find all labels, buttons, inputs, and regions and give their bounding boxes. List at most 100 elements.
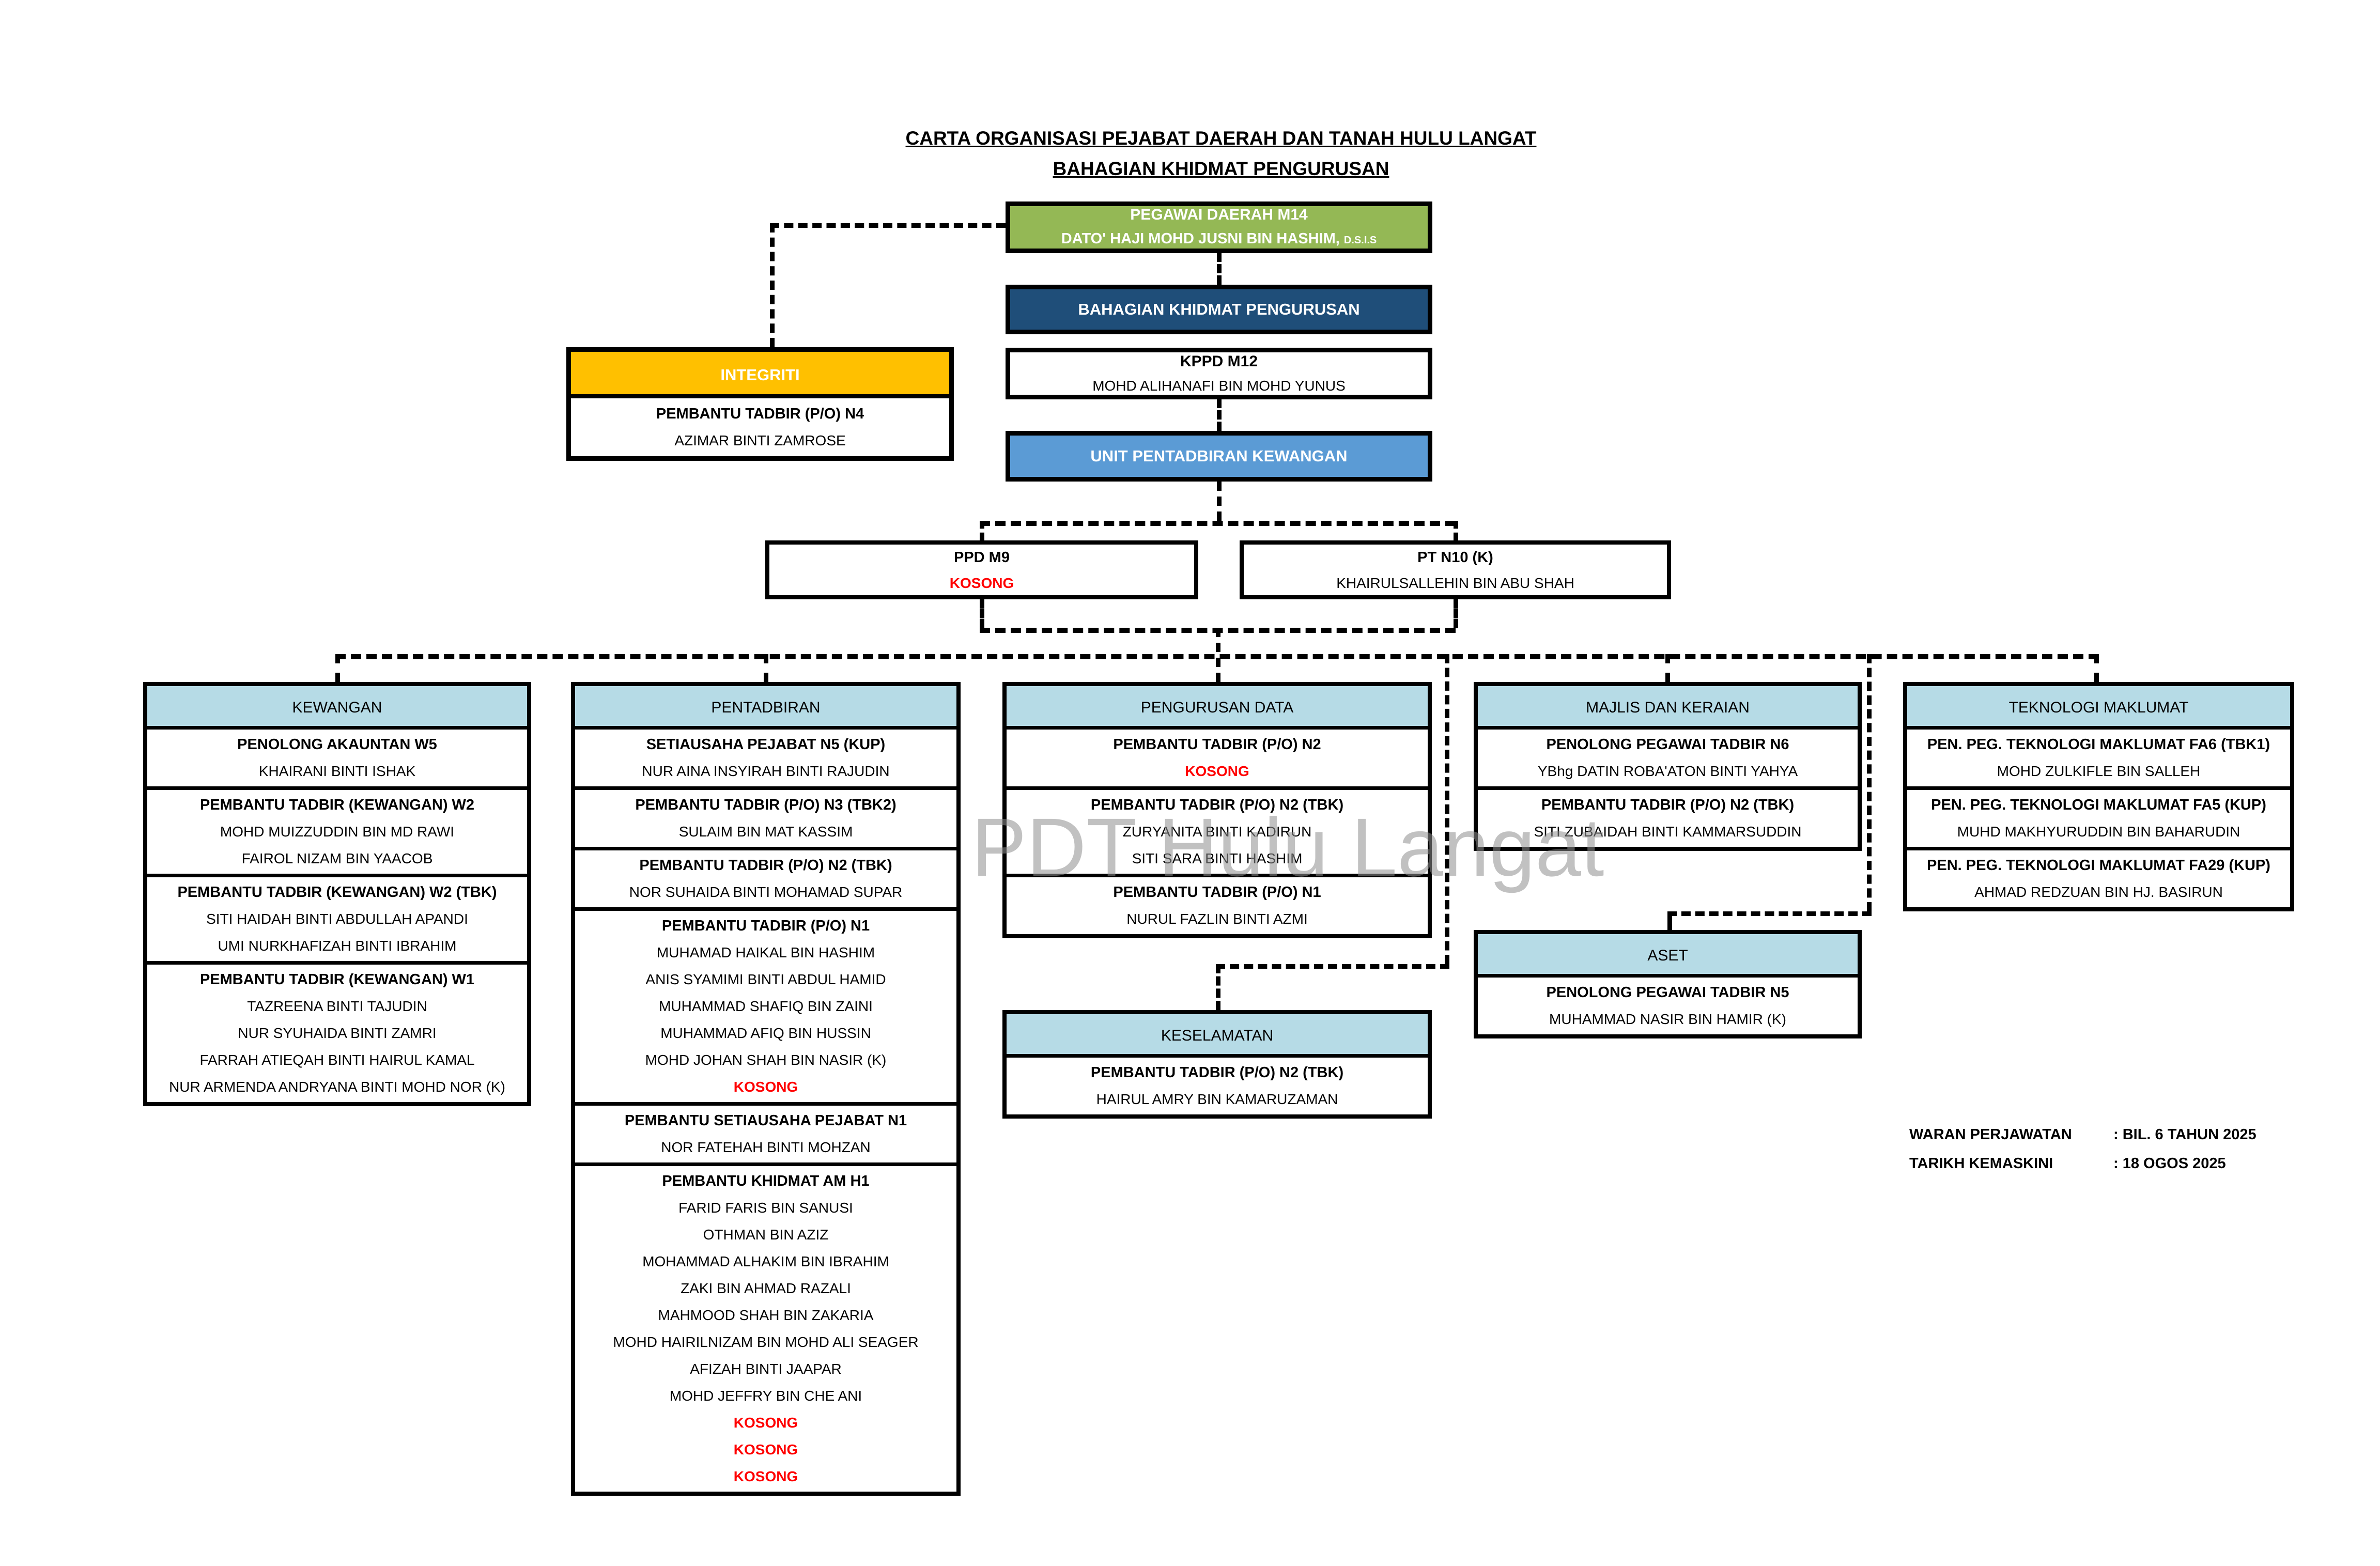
column-kewangan-member: UMI NURKHAFIZAH BINTI IBRAHIM bbox=[218, 938, 457, 954]
column-pentadbiran-member: NOR SUHAIDA BINTI MOHAMAD SUPAR bbox=[629, 884, 903, 900]
chart-title-line2: BAHAGIAN KHIDMAT PENGURUSAN bbox=[1053, 158, 1389, 179]
column-pentadbiran-member: MUHAMMAD AFIQ BIN HUSSIN bbox=[660, 1025, 871, 1041]
ppd-section-1: PPD M9 KOSONG bbox=[769, 545, 1194, 596]
column-kewangan-member: FAIROL NIZAM BIN YAACOB bbox=[241, 850, 433, 866]
column-teknologi-maklumat-role: PEN. PEG. TEKNOLOGI MAKLUMAT FA5 (KUP) bbox=[1931, 797, 2266, 813]
column-pengurusan-data-section-2: PEMBANTU TADBIR (P/O) N2 (TBK)ZURYANITA … bbox=[1007, 786, 1428, 874]
ppd-member: KOSONG bbox=[949, 575, 1014, 591]
chart-title-line1: CARTA ORGANISASI PEJABAT DAERAH DAN TANA… bbox=[905, 128, 1537, 149]
column-pentadbiran-section-2: PEMBANTU TADBIR (P/O) N3 (TBK2) SULAIM BI… bbox=[575, 786, 956, 847]
column-teknologi-maklumat-section-1: PEN. PEG. TEKNOLOGI MAKLUMAT FA6 (TBK1)M… bbox=[1907, 730, 2290, 786]
column-pentadbiran-member: NOR FATEHAH BINTI MOHZAN bbox=[661, 1139, 871, 1155]
column-pentadbiran-member: AFIZAH BINTI JAAPAR bbox=[690, 1361, 842, 1377]
connector-integriti-vertical bbox=[770, 223, 775, 347]
connector-keselamatan-vertical1 bbox=[1445, 654, 1449, 964]
column-kewangan-member: NUR ARMENDA ANDRYANA BINTI MOHD NOR (K) bbox=[169, 1079, 505, 1095]
footer-row-2: TARIKH KEMASKINI: 18 OGOS 2025 bbox=[1909, 1149, 2257, 1178]
bahagian-khidmat-label: BAHAGIAN KHIDMAT PENGURUSAN bbox=[1078, 300, 1360, 318]
column-kewangan-role: PEMBANTU TADBIR (KEWANGAN) W1 bbox=[199, 971, 475, 988]
pt-box: PT N10 (K)KHAIRULSALLEHIN BIN ABU SHAH bbox=[1240, 540, 1671, 599]
column-teknologi-maklumat-section-2: PEN. PEG. TEKNOLOGI MAKLUMAT FA5 (KUP) MU… bbox=[1907, 786, 2290, 847]
integriti-header: INTEGRITI bbox=[571, 352, 949, 398]
column-teknologi-maklumat-role: PEN. PEG. TEKNOLOGI MAKLUMAT FA29 (KUP) bbox=[1927, 857, 2270, 874]
column-kewangan-header: KEWANGAN bbox=[147, 686, 527, 730]
kppd-role: KPPD M12 bbox=[1180, 353, 1258, 370]
column-pentadbiran-member: KOSONG bbox=[733, 1079, 798, 1095]
column-pengurusan-data-member: KOSONG bbox=[1185, 763, 1249, 779]
connector-keselamatan-vertical2 bbox=[1216, 964, 1220, 1010]
connector-integriti-horizontal bbox=[770, 223, 1006, 228]
aset-box-header: ASET bbox=[1478, 934, 1858, 978]
kppd-name: MOHD ALIHANAFI BIN MOHD YUNUS bbox=[1092, 378, 1346, 394]
column-pentadbiran-member: MOHD JOHAN SHAH BIN NASIR (K) bbox=[645, 1052, 887, 1068]
footer-value: : BIL. 6 TAHUN 2025 bbox=[2113, 1126, 2257, 1143]
column-kewangan-member: FARRAH ATIEQAH BINTI HAIRUL KAMAL bbox=[199, 1052, 475, 1068]
column-pengurusan-data-member: SITI SARA BINTI HASHIM bbox=[1132, 850, 1303, 866]
unit-pentadbiran-kewangan-label: UNIT PENTADBIRAN KEWANGAN bbox=[1090, 447, 1348, 465]
column-pentadbiran-role: PEMBANTU KHIDMAT AM H1 bbox=[662, 1173, 870, 1189]
column-pentadbiran-member: KOSONG bbox=[733, 1415, 798, 1431]
column-pentadbiran-role: PEMBANTU TADBIR (P/O) N1 bbox=[661, 918, 870, 934]
connector-ppd-down bbox=[980, 599, 984, 628]
aset-box-section-1: PENOLONG PEGAWAI TADBIR N5 MUHAMMAD NASIR… bbox=[1478, 978, 1858, 1034]
aset-box: ASET PENOLONG PEGAWAI TADBIR N5 MUHAMMAD N… bbox=[1474, 930, 1862, 1038]
column-teknologi-maklumat-member: MUHD MAKHYURUDDIN BIN BAHARUDIN bbox=[1957, 824, 2240, 840]
integriti-name: AZIMAR BINTI ZAMROSE bbox=[674, 432, 846, 448]
column-pentadbiran-section-1: SETIAUSAHA PEJABAT N5 (KUP)NUR AINA INSY… bbox=[575, 730, 956, 786]
column-kewangan-role: PEMBANTU TADBIR (KEWANGAN) W2 (TBK) bbox=[177, 884, 497, 901]
column-majlis-dan-keraian-member: YBhg DATIN ROBA'ATON BINTI YAHYA bbox=[1537, 763, 1798, 779]
ppd-role: PPD M9 bbox=[954, 549, 1010, 566]
column-majlis-dan-keraian-role: PEMBANTU TADBIR (P/O) N2 (TBK) bbox=[1541, 797, 1795, 813]
column-kewangan-member: KHAIRANI BINTI ISHAK bbox=[258, 763, 416, 779]
connector-drop-teknologi bbox=[2094, 654, 2099, 682]
column-kewangan-member: SITI HAIDAH BINTI ABDULLAH APANDI bbox=[206, 911, 468, 927]
column-pentadbiran-member: OTHMAN BIN AZIZ bbox=[703, 1227, 829, 1243]
connector-keselamatan-horizontal bbox=[1216, 964, 1449, 969]
pt-section-1: PT N10 (K)KHAIRULSALLEHIN BIN ABU SHAH bbox=[1244, 545, 1667, 596]
keselamatan-box-section-1: PEMBANTU TADBIR (P/O) N2 (TBK)HAIRUL AMR… bbox=[1007, 1058, 1428, 1114]
pegawai-daerah-name: DATO' HAJI MOHD JUSNI BIN HASHIM, D.S.I.… bbox=[1061, 230, 1377, 247]
connector-aset-vertical2 bbox=[1667, 911, 1672, 930]
pegawai-daerah-honorific: D.S.I.S bbox=[1343, 234, 1377, 246]
column-pentadbiran-member: MUHAMAD HAIKAL BIN HASHIM bbox=[656, 944, 875, 960]
pegawai-daerah-role: PEGAWAI DAERAH M14 bbox=[1130, 206, 1308, 223]
connector-split-top bbox=[980, 521, 1456, 526]
column-pentadbiran-member: MOHD JEFFRY BIN CHE ANI bbox=[669, 1388, 862, 1404]
connector-drop-ppd bbox=[980, 521, 984, 540]
connector-drop-kewangan bbox=[335, 654, 340, 682]
column-pentadbiran-role: PEMBANTU TADBIR (P/O) N3 (TBK2) bbox=[635, 797, 897, 813]
column-kewangan-role: PENOLONG AKAUNTAN W5 bbox=[237, 736, 437, 753]
aset-box-member: MUHAMMAD NASIR BIN HAMIR (K) bbox=[1549, 1011, 1786, 1027]
column-kewangan: KEWANGAN PENOLONG AKAUNTAN W5 KHAIRANI BIN… bbox=[143, 682, 531, 1106]
unit-pentadbiran-kewangan-box: UNIT PENTADBIRAN KEWANGAN bbox=[1006, 431, 1432, 482]
column-teknologi-maklumat-header: TEKNOLOGI MAKLUMAT bbox=[1907, 686, 2290, 730]
keselamatan-box-member: HAIRUL AMRY BIN KAMARUZAMAN bbox=[1096, 1091, 1338, 1107]
connector-aset-vertical1 bbox=[1867, 654, 1872, 911]
column-pentadbiran-role: PEMBANTU TADBIR (P/O) N2 (TBK) bbox=[639, 857, 892, 874]
aset-box-role: PENOLONG PEGAWAI TADBIR N5 bbox=[1546, 984, 1789, 1001]
connector-pegawai-bahagian bbox=[1217, 253, 1222, 285]
column-teknologi-maklumat-role: PEN. PEG. TEKNOLOGI MAKLUMAT FA6 (TBK1) bbox=[1927, 736, 2270, 753]
connector-drop-pentadbiran bbox=[764, 654, 768, 682]
column-pengurusan-data-role: PEMBANTU TADBIR (P/O) N1 bbox=[1113, 884, 1321, 901]
column-pentadbiran-member: SULAIM BIN MAT KASSIM bbox=[678, 824, 853, 840]
column-majlis-dan-keraian-member: SITI ZUBAIDAH BINTI KAMMARSUDDIN bbox=[1534, 824, 1802, 840]
integriti-box: INTEGRITI PEMBANTU TADBIR (P/O) N4 AZIMA… bbox=[566, 347, 954, 461]
pt-member: KHAIRULSALLEHIN BIN ABU SHAH bbox=[1336, 575, 1574, 591]
column-pentadbiran-section-4: PEMBANTU TADBIR (P/O) N1 MUHAMAD HAIKAL B… bbox=[575, 907, 956, 1102]
column-pentadbiran-member: MUHAMMAD SHAFIQ BIN ZAINI bbox=[659, 998, 873, 1014]
footer-value: : 18 OGOS 2025 bbox=[2113, 1155, 2226, 1172]
footer-row-1: WARAN PERJAWATAN: BIL. 6 TAHUN 2025 bbox=[1909, 1120, 2257, 1149]
column-kewangan-section-1: PENOLONG AKAUNTAN W5 KHAIRANI BINTI ISHAK bbox=[147, 730, 527, 786]
column-teknologi-maklumat-section-3: PEN. PEG. TEKNOLOGI MAKLUMAT FA29 (KUP)A… bbox=[1907, 847, 2290, 907]
